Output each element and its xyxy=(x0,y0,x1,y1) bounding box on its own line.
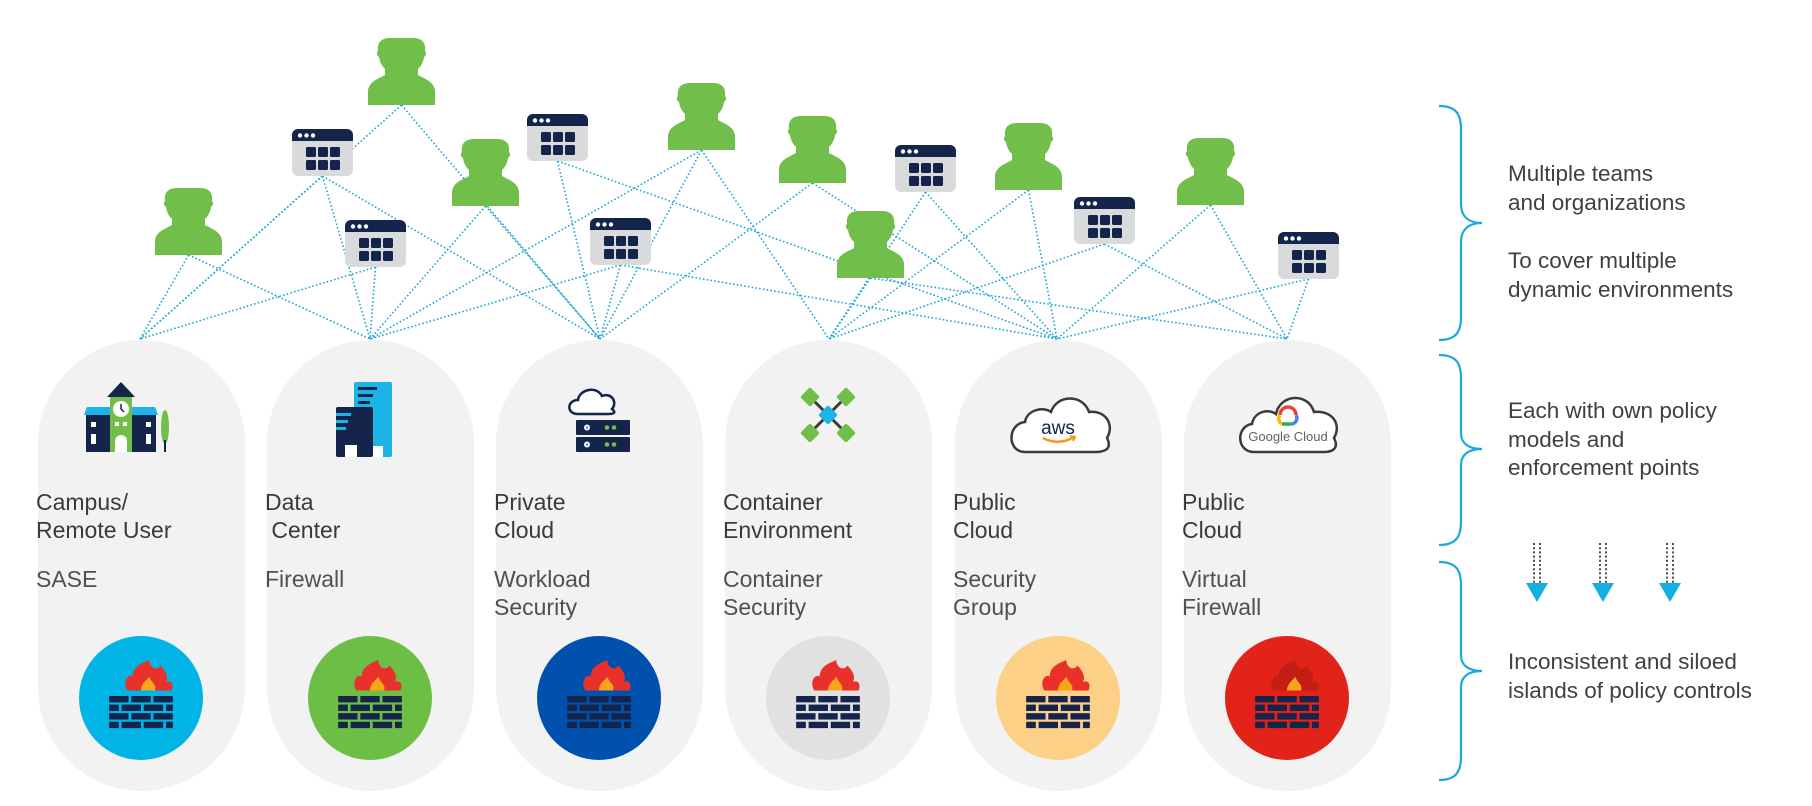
pillar-public-cloud-google: Google Cloud Public Cloud Virtual Firewa… xyxy=(1182,340,1391,791)
control-label: Container Security xyxy=(723,566,823,620)
application-window-icon xyxy=(590,218,651,265)
flame-icon xyxy=(583,660,631,691)
firewall-badge xyxy=(308,636,432,760)
note-teams: Multiple teams and organizations xyxy=(1508,161,1686,215)
pillar-data-center: Data Center Firewall xyxy=(265,340,474,791)
connection-line xyxy=(369,264,621,340)
flame-icon xyxy=(354,660,402,691)
pillar-private-cloud: Private Cloud Workload Security xyxy=(494,340,703,791)
control-label: Workload Security xyxy=(494,566,591,620)
connection-line xyxy=(1286,278,1310,340)
firewall-badge xyxy=(996,636,1120,760)
connection-line xyxy=(484,205,601,340)
flame-icon xyxy=(1271,660,1319,691)
pillar-campus: Campus/ Remote User SASE xyxy=(36,340,245,791)
flame-icon xyxy=(812,660,860,691)
application-window-icon xyxy=(292,129,353,176)
brace-silos xyxy=(1438,560,1483,782)
connection-line xyxy=(924,191,1058,340)
user-icon xyxy=(155,188,222,255)
environment-title: Campus/ Remote User xyxy=(36,489,172,543)
campus-building-icon xyxy=(84,382,169,452)
connection-line xyxy=(139,254,190,340)
connection-line xyxy=(322,175,601,340)
connection-line xyxy=(812,182,1058,340)
control-label: Virtual Firewall xyxy=(1182,566,1262,620)
firewall-icon xyxy=(796,660,860,729)
note-policy-models: Each with own policy models and enforcem… xyxy=(1508,398,1717,480)
aws-logo-text: aws xyxy=(1041,418,1075,439)
firewall-icon xyxy=(1255,660,1319,729)
application-window-icon xyxy=(527,114,588,161)
firewall-badge xyxy=(537,636,661,760)
connection-line xyxy=(556,160,601,340)
environment-title: Public Cloud xyxy=(1182,489,1245,543)
firewall-badge xyxy=(1225,636,1349,760)
down-arrow-icon xyxy=(1659,543,1681,602)
connection-line xyxy=(139,104,403,340)
firewall-icon xyxy=(109,660,173,729)
user-icon xyxy=(837,211,904,278)
environment-title: Private Cloud xyxy=(494,489,566,543)
connection-line xyxy=(828,243,1105,340)
brace-policy-models xyxy=(1438,353,1483,547)
user-icon xyxy=(1177,138,1244,205)
google-cloud-icon: Google Cloud xyxy=(1239,396,1339,454)
connection-line xyxy=(870,277,1288,340)
connection-line xyxy=(620,264,1058,340)
flame-icon xyxy=(1042,660,1090,691)
connection-line xyxy=(369,149,702,340)
application-window-icon xyxy=(1074,197,1135,244)
firewall-badge xyxy=(766,636,890,760)
application-window-icon xyxy=(895,145,956,192)
pillar-public-cloud-aws: aws Public Cloud Security Group xyxy=(953,340,1162,791)
connection-line xyxy=(828,277,872,340)
user-icon xyxy=(368,38,435,105)
firewall-icon xyxy=(1026,660,1090,729)
connection-line xyxy=(1104,243,1288,340)
control-label: SASE xyxy=(36,566,98,592)
pillar-container: Container Environment Container Security xyxy=(723,340,932,791)
user-icon xyxy=(779,116,846,183)
down-arrow-icon xyxy=(1592,543,1614,602)
data-center-building-icon xyxy=(336,382,392,457)
firewall-icon xyxy=(567,660,631,729)
control-label: Security Group xyxy=(953,566,1037,620)
user-icon xyxy=(668,83,735,150)
firewall-badge xyxy=(79,636,203,760)
connection-line xyxy=(188,254,371,340)
note-environments: To cover multiple dynamic environments xyxy=(1508,248,1734,302)
control-label: Firewall xyxy=(265,566,345,592)
connection-line xyxy=(369,205,487,340)
flame-icon xyxy=(125,660,173,691)
connection-line xyxy=(599,264,622,340)
connection-line xyxy=(139,266,376,340)
google-cloud-logo-text: Google Cloud xyxy=(1248,429,1328,444)
down-arrow-icon xyxy=(1526,543,1548,602)
environment-title: Public Cloud xyxy=(953,489,1016,543)
environment-title: Data Center xyxy=(265,489,341,543)
connection-line xyxy=(557,160,1058,340)
connection-line xyxy=(1209,204,1288,340)
connection-line xyxy=(369,266,377,340)
container-cluster-icon xyxy=(800,387,856,443)
environment-title: Container Environment xyxy=(723,489,853,543)
cloud-server-icon xyxy=(568,388,630,452)
application-window-icon xyxy=(345,220,406,267)
application-window-icon xyxy=(1278,232,1339,279)
note-silos: Inconsistent and siloed islands of polic… xyxy=(1508,649,1752,703)
user-icon xyxy=(452,139,519,206)
connection-line xyxy=(1056,278,1309,340)
connection-line xyxy=(400,104,601,340)
aws-cloud-icon: aws xyxy=(1010,397,1112,454)
firewall-icon xyxy=(338,660,402,729)
brace-teams xyxy=(1438,104,1483,342)
user-icon xyxy=(995,123,1062,190)
connection-line xyxy=(1027,189,1058,340)
